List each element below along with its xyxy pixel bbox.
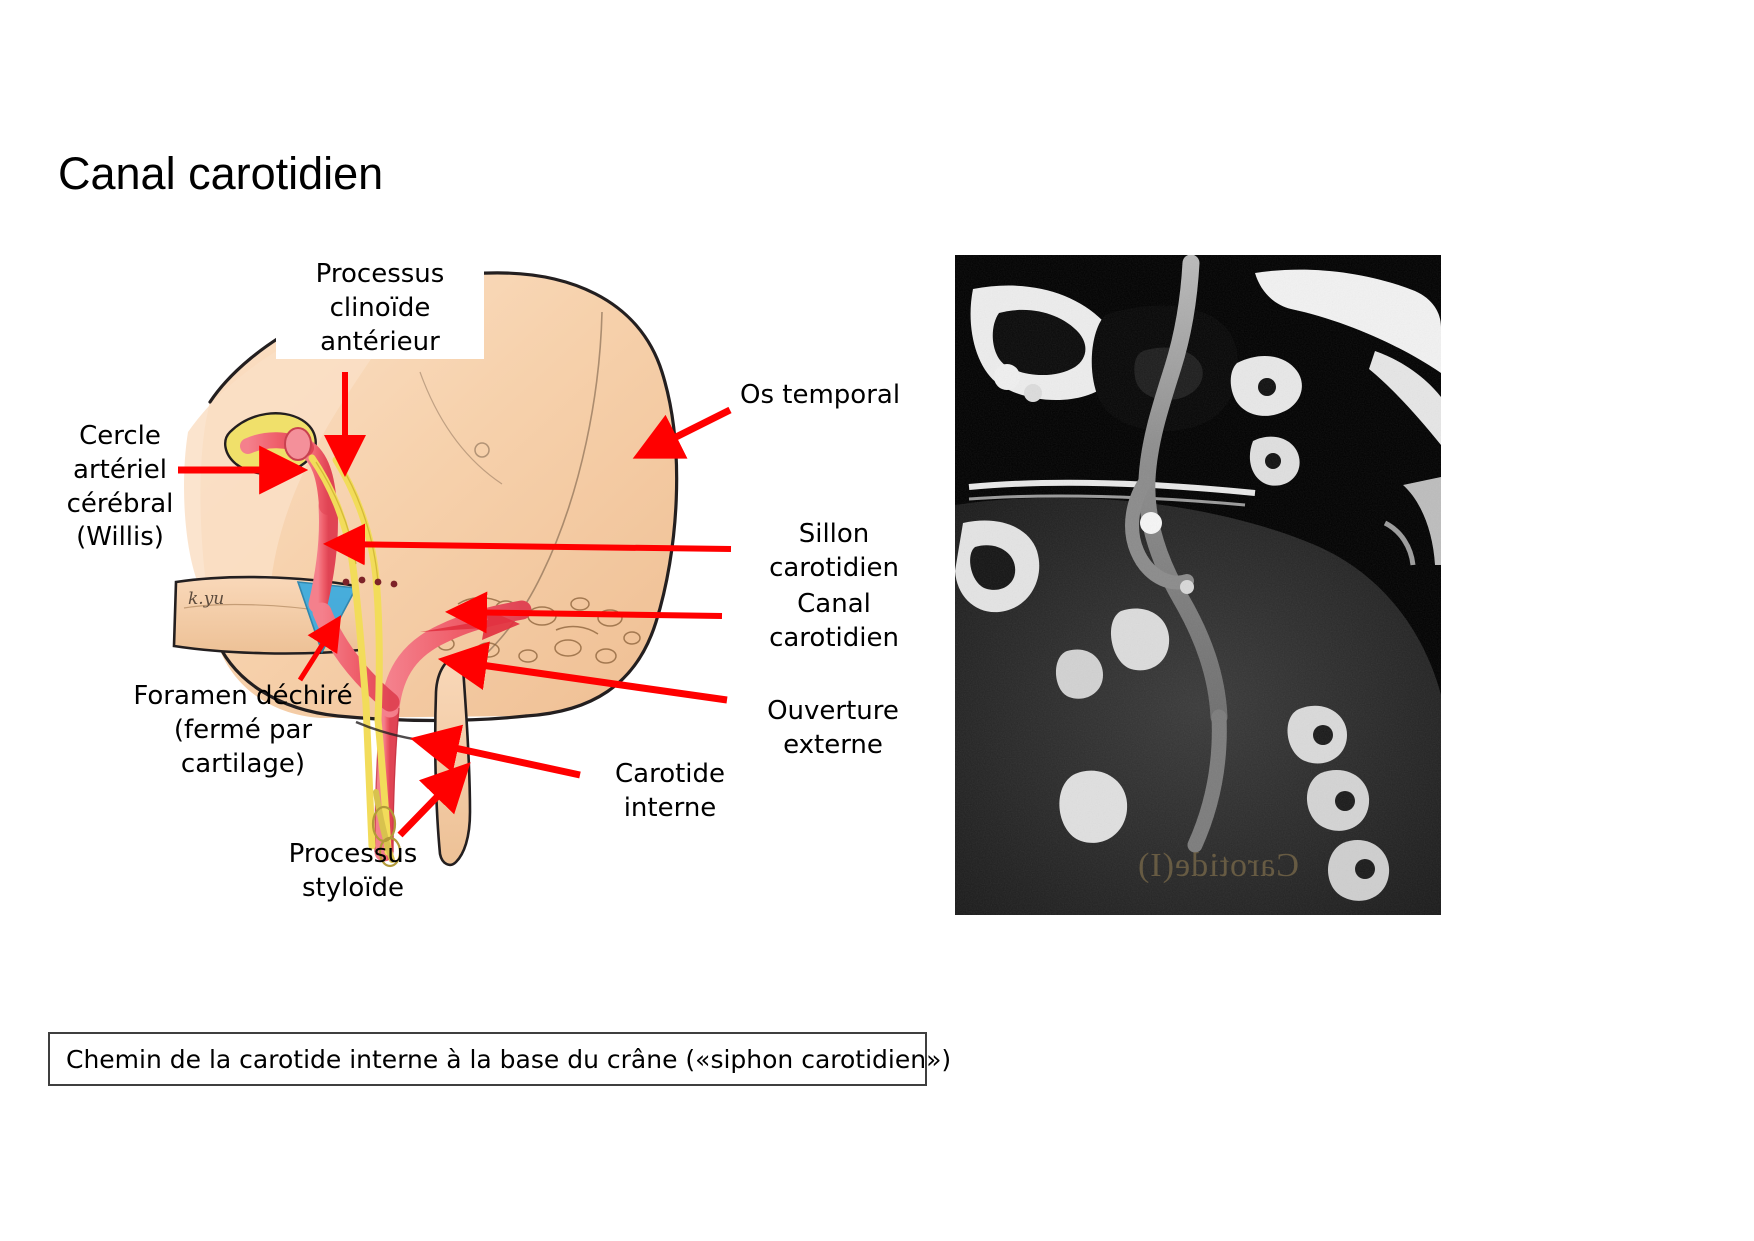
label-processus-styloide: Processus styloïde [288,839,418,903]
caption-box: Chemin de la carotide interne à la base … [48,1032,951,1086]
label-ouverture-externe: Ouverture externe [767,696,899,760]
label-processus-clinoide-anterieur: Processus clinoïde antérieur [276,258,484,360]
ct-angiography-image [955,255,1441,915]
label-os-temporal: Os temporal [740,380,901,410]
anatomy-illustration: k.yu [170,252,730,912]
skull-base-drawing: k.yu [172,271,679,868]
bone-outline-lower [212,632,528,723]
ct-noise-overlay [955,255,1441,915]
label-canal-carotidien: Canal carotidien [769,589,899,653]
styloid-process [433,652,472,867]
carotid-cavernous-segment [308,496,338,614]
willis-vessel-stump [284,427,312,461]
label-cercle-arteriel-cerebral: Cercle artériel cérébral (Willis) [66,421,174,553]
caption-text: Chemin de la carotide interne à la base … [66,1044,952,1074]
external-opening-vessels [371,789,402,868]
small-foramen [474,442,490,458]
label-sillon-carotidien: Sillon carotidien [769,519,899,583]
label-foramen-dechire: Foramen déchiré (fermé par cartilage) [133,681,353,779]
page-title: Canal carotidien [58,148,384,199]
label-carotide-interne: Carotide interne [614,759,726,823]
bone-contour-line [419,371,503,485]
ganglion-dots [342,576,398,588]
ct-scan-panel: Carotide(I) [955,255,1441,915]
artist-signature: k.yu [188,589,224,609]
